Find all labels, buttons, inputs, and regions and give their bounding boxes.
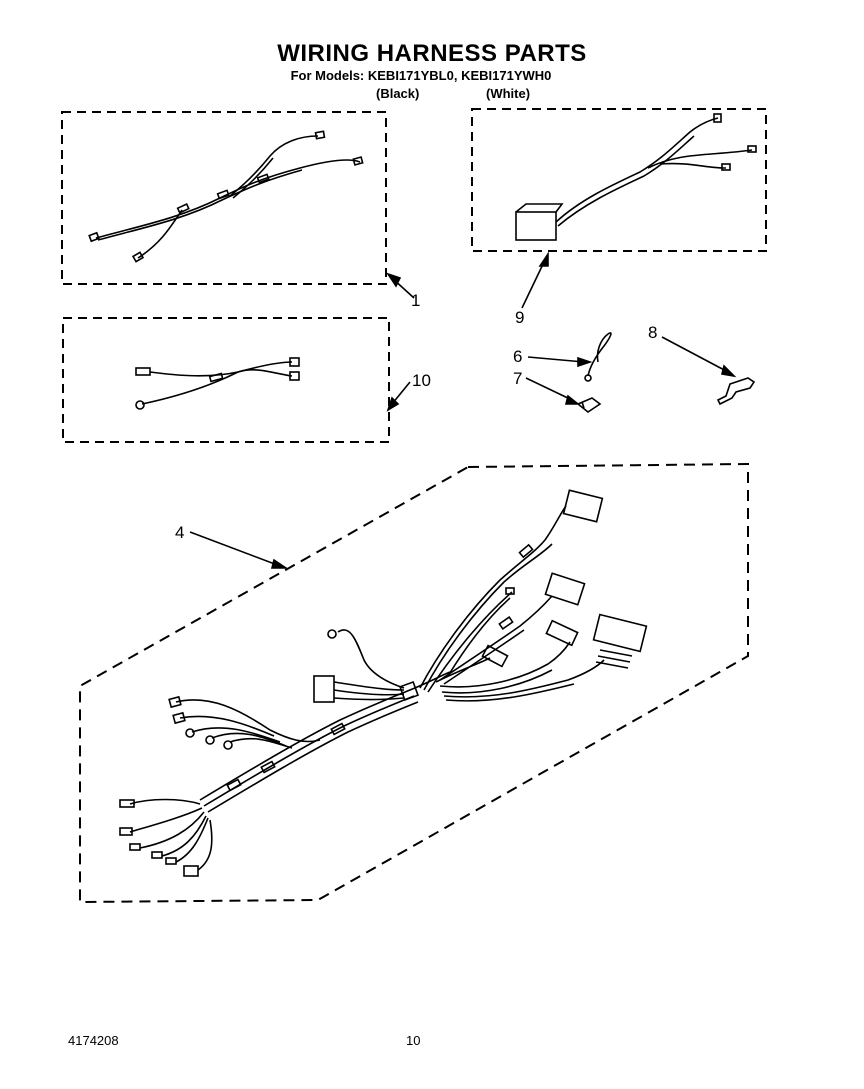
part-1-dashed-frame bbox=[61, 111, 387, 285]
part-4-connector-right bbox=[592, 613, 648, 653]
callout-9: 9 bbox=[515, 308, 524, 327]
document-number: 4174208 bbox=[68, 1033, 119, 1048]
part-4-connector-top bbox=[562, 489, 604, 523]
part-9-dashed-frame bbox=[471, 108, 767, 252]
variant-white-label: (White) bbox=[486, 86, 531, 101]
callout-4: 4 bbox=[175, 523, 184, 542]
callout-10: 10 bbox=[412, 371, 431, 390]
part-4-main-harness bbox=[79, 462, 749, 904]
variant-black-label: (Black) bbox=[376, 86, 420, 101]
part-4-dashed-frame bbox=[79, 462, 749, 904]
part-6-wire bbox=[584, 332, 612, 382]
part-4-connector-small bbox=[313, 675, 335, 703]
part-9-connector bbox=[515, 211, 557, 241]
page-number: 10 bbox=[406, 1033, 421, 1048]
part-10-harness bbox=[62, 317, 390, 443]
models-line: For Models: KEBI171YBL0, KEBI171YWH0 bbox=[290, 68, 552, 83]
part-7-clip bbox=[576, 397, 602, 413]
page-title: WIRING HARNESS PARTS bbox=[277, 40, 587, 67]
part-9-harness bbox=[471, 108, 767, 252]
callout-6: 6 bbox=[513, 347, 522, 366]
part-1-harness bbox=[61, 111, 387, 285]
callout-8: 8 bbox=[648, 323, 657, 342]
leader-lines bbox=[189, 251, 737, 569]
callout-1: 1 bbox=[411, 291, 420, 310]
part-8-bracket bbox=[716, 377, 756, 406]
part-4-connector-mid bbox=[544, 572, 586, 606]
callout-7: 7 bbox=[513, 369, 522, 388]
part-10-dashed-frame bbox=[62, 317, 390, 443]
